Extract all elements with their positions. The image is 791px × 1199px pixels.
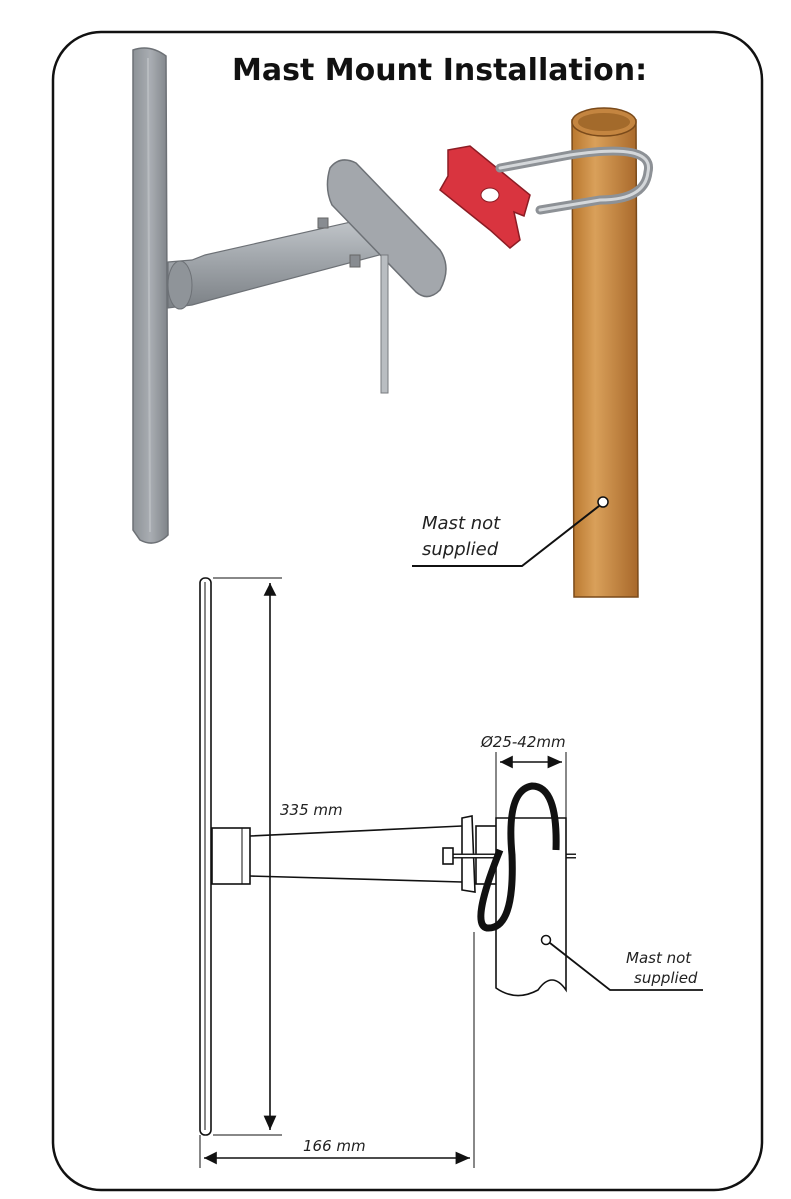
side-view-drawing xyxy=(199,577,703,1168)
upper-callout-line1: Mast not xyxy=(422,513,501,534)
side-arm xyxy=(249,825,463,883)
hanging-pin xyxy=(380,254,389,394)
mounting-plate xyxy=(326,159,447,298)
antenna-panel xyxy=(132,47,169,544)
mast-diameter-label: Ø25-42mm xyxy=(480,733,566,751)
antenna-3d-illustration: Mast not supplied xyxy=(132,47,653,598)
arm-connector xyxy=(211,827,251,885)
depth-label: 166 mm xyxy=(303,1137,366,1155)
height-label: 335 mm xyxy=(280,801,343,819)
upper-callout-line2: supplied xyxy=(422,539,499,560)
lower-callout-line2: supplied xyxy=(634,969,698,987)
page-title: Mast Mount Installation: xyxy=(232,53,647,88)
lower-callout-line1: Mast not xyxy=(626,949,692,967)
page-border xyxy=(51,30,764,1192)
side-u-bolt xyxy=(477,782,560,932)
